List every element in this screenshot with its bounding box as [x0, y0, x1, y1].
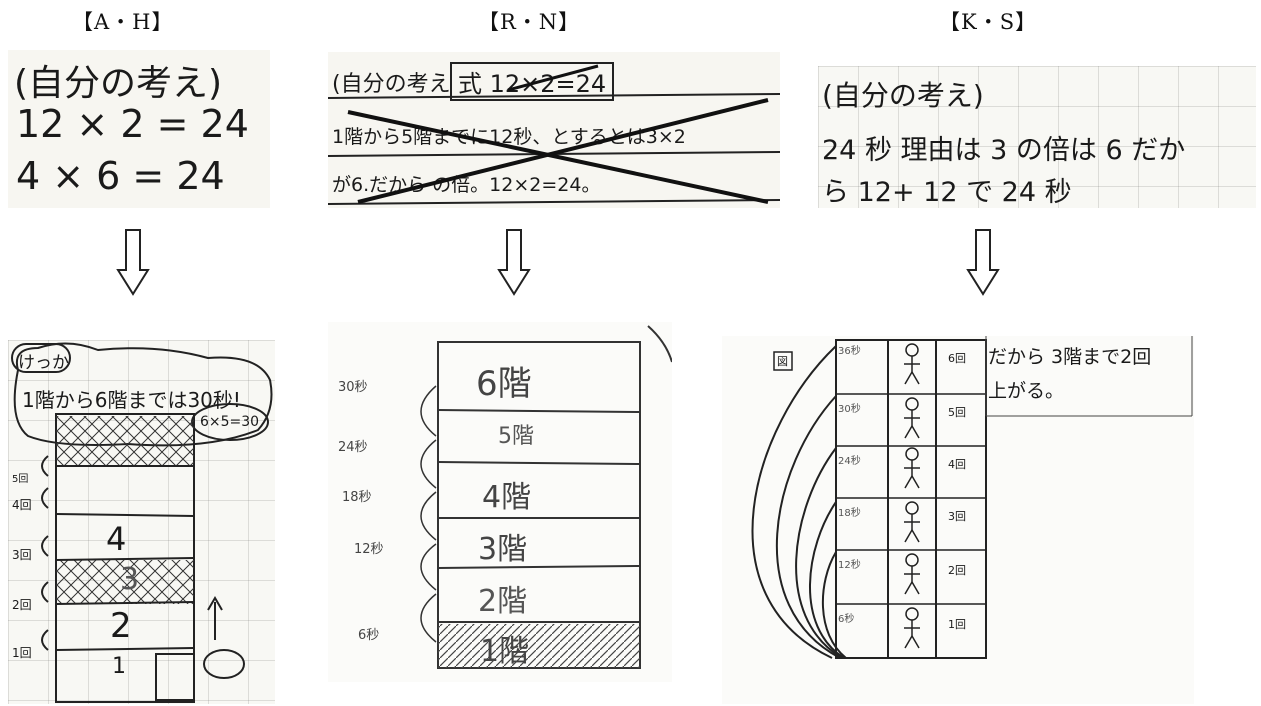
rn-floor-label: 1階	[480, 626, 529, 670]
rn-floor-label: 3階	[478, 524, 527, 568]
ks-notebook-heading: (自分の考え)	[822, 74, 984, 114]
ks-time-label: 18秒	[838, 504, 861, 519]
rn-floor-label: 5階	[498, 418, 534, 450]
rn-floor-label: 6階	[476, 356, 532, 405]
ah-result-formula: 6×5=30	[200, 414, 259, 430]
ks-count-label: 6回	[948, 350, 966, 366]
ks-notebook-photo: (自分の考え) 24 秒 理由は 3 の倍は 6 だか ら 12+ 12 で 2…	[818, 66, 1256, 208]
down-arrow-icon	[497, 228, 531, 298]
rn-drawing-photo: 6階 5階 4階 3階 2階 1階 30秒 24秒 18秒 12秒 6秒	[328, 322, 672, 682]
ah-floor-2: 2	[110, 606, 132, 646]
ks-notebook-line1: 24 秒 理由は 3 の倍は 6 だか	[822, 128, 1185, 167]
rn-time-label: 30秒	[338, 376, 368, 395]
rn-crossout-marks	[328, 52, 780, 208]
ah-notebook-heading: (自分の考え)	[14, 54, 222, 106]
ks-time-label: 12秒	[838, 556, 861, 571]
rn-time-label: 12秒	[354, 538, 384, 557]
ks-time-label: 30秒	[838, 400, 861, 415]
ah-drawing-photo: けっか 1階から6階までは30秒! 6×5=30 4 3 2 1 5回 4回 3…	[8, 340, 275, 704]
ah-notebook-photo: (自分の考え) 12 × 2 = 24 4 × 6 = 24	[8, 50, 270, 208]
ah-side-label: 3回	[12, 546, 32, 563]
ah-floor-1: 1	[112, 654, 126, 679]
ks-drawing-photo: だから 3階まで2回 上がる。 図 36秒 30秒 24秒 18秒 12秒 6秒…	[722, 336, 1194, 704]
down-arrow-icon	[966, 228, 1000, 298]
ah-notebook-line1: 12 × 2 = 24	[16, 102, 249, 146]
ks-count-label: 1回	[948, 616, 966, 632]
ah-notebook-line2: 4 × 6 = 24	[16, 154, 225, 198]
rn-floor-label: 4階	[482, 472, 531, 516]
ah-result-text: 1階から6階までは30秒!	[22, 384, 241, 413]
ah-side-label: 2回	[12, 596, 32, 613]
label-ks: 【K・S】	[939, 6, 1037, 36]
ks-count-label: 4回	[948, 456, 966, 472]
rn-floor-label: 2階	[478, 576, 527, 620]
rn-time-label: 18秒	[342, 486, 372, 505]
ah-floor-3: 3	[120, 562, 139, 597]
rn-time-label: 24秒	[338, 436, 368, 455]
rn-time-label: 6秒	[358, 624, 379, 643]
ah-floor-4: 4	[106, 520, 126, 558]
ks-note-line1: だから 3階まで2回	[988, 342, 1151, 369]
ks-time-label: 24秒	[838, 452, 861, 467]
ah-result-title: けっか	[18, 348, 69, 373]
ah-side-label: 1回	[12, 644, 32, 661]
label-rn: 【R・N】	[478, 6, 580, 36]
ks-count-label: 5回	[948, 404, 966, 420]
ks-note-line2: 上がる。	[988, 376, 1064, 403]
label-ah: 【A・H】	[72, 6, 173, 36]
ah-side-label: 5回	[12, 470, 28, 485]
ks-notebook-line2: ら 12+ 12 で 24 秒	[822, 170, 1072, 208]
down-arrow-icon	[116, 228, 150, 298]
ks-count-label: 3回	[948, 508, 966, 524]
rn-notebook-photo: (自分の考え 式 12×2=24 1階から5階までに12秒、とするとは3×2 が…	[328, 52, 780, 208]
ks-box-label: 図	[777, 353, 788, 369]
ks-time-label: 6秒	[838, 610, 854, 625]
ks-time-label: 36秒	[838, 342, 861, 357]
ks-count-label: 2回	[948, 562, 966, 578]
ah-side-label: 4回	[12, 496, 32, 513]
